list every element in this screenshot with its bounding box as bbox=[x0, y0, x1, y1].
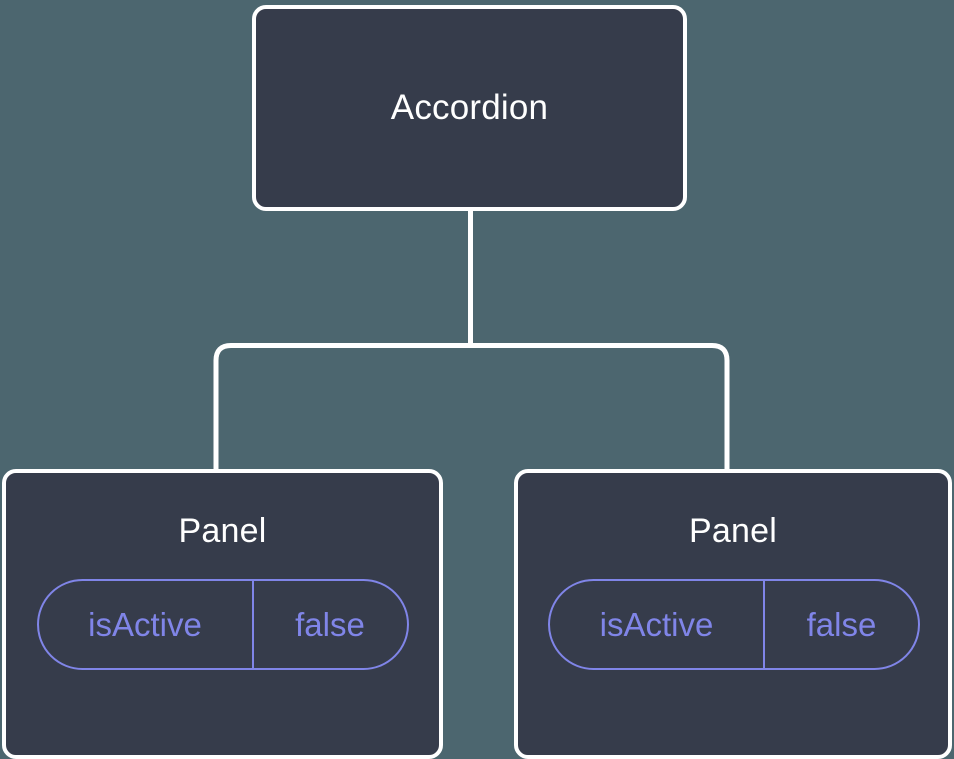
tree-node-accordion[interactable]: Accordion bbox=[252, 5, 687, 211]
tree-node-panel-1[interactable]: Panel isActive false bbox=[2, 469, 443, 759]
state-key-panel-1: isActive bbox=[39, 581, 254, 669]
state-key-panel-2: isActive bbox=[550, 581, 765, 669]
tree-node-panel-2[interactable]: Panel isActive false bbox=[514, 469, 952, 759]
component-tree-canvas: Accordion Panel isActive false Panel isA… bbox=[2, 5, 952, 759]
node-title-panel-2: Panel bbox=[689, 512, 777, 550]
node-title-panel-1: Panel bbox=[178, 512, 267, 550]
state-badge-panel-2[interactable]: isActive false bbox=[548, 579, 920, 671]
state-value-panel-2: false bbox=[806, 606, 877, 644]
edge-root-to-panel-1 bbox=[213, 343, 471, 472]
edge-root-to-panel-2 bbox=[470, 343, 730, 472]
state-value-panel-1: false bbox=[295, 606, 365, 644]
state-badge-panel-1[interactable]: isActive false bbox=[36, 579, 409, 671]
node-title-accordion: Accordion bbox=[390, 87, 549, 127]
